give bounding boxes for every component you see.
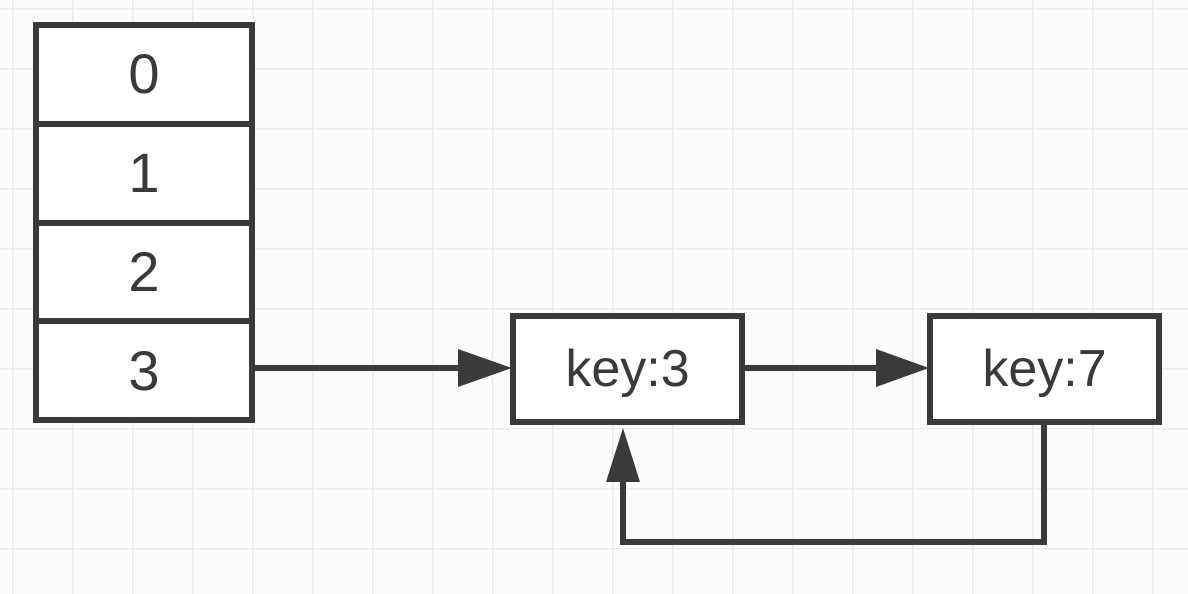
bucket-label-1: 1 [128, 141, 160, 205]
bucket-label-3: 3 [128, 338, 160, 402]
node-key3-label: key:3 [565, 340, 690, 398]
bucket-label-2: 2 [128, 239, 160, 303]
bucket-cell-3: 3 [39, 318, 249, 417]
bucket-cell-2: 2 [39, 219, 249, 319]
bucket-cell-0: 0 [39, 28, 249, 121]
bucket-cell-1: 1 [39, 120, 249, 220]
node-key3: key:3 [510, 313, 745, 425]
node-key7: key:7 [927, 313, 1162, 425]
arrow-bucket3-to-key3-icon [255, 349, 512, 387]
arrow-key7-loop-to-key3-icon [606, 425, 1047, 545]
node-key7-label: key:7 [982, 340, 1107, 398]
bucket-label-0: 0 [128, 42, 160, 106]
arrow-key3-to-key7-icon [745, 349, 929, 387]
hash-bucket-array: 0 1 2 3 [33, 22, 255, 423]
